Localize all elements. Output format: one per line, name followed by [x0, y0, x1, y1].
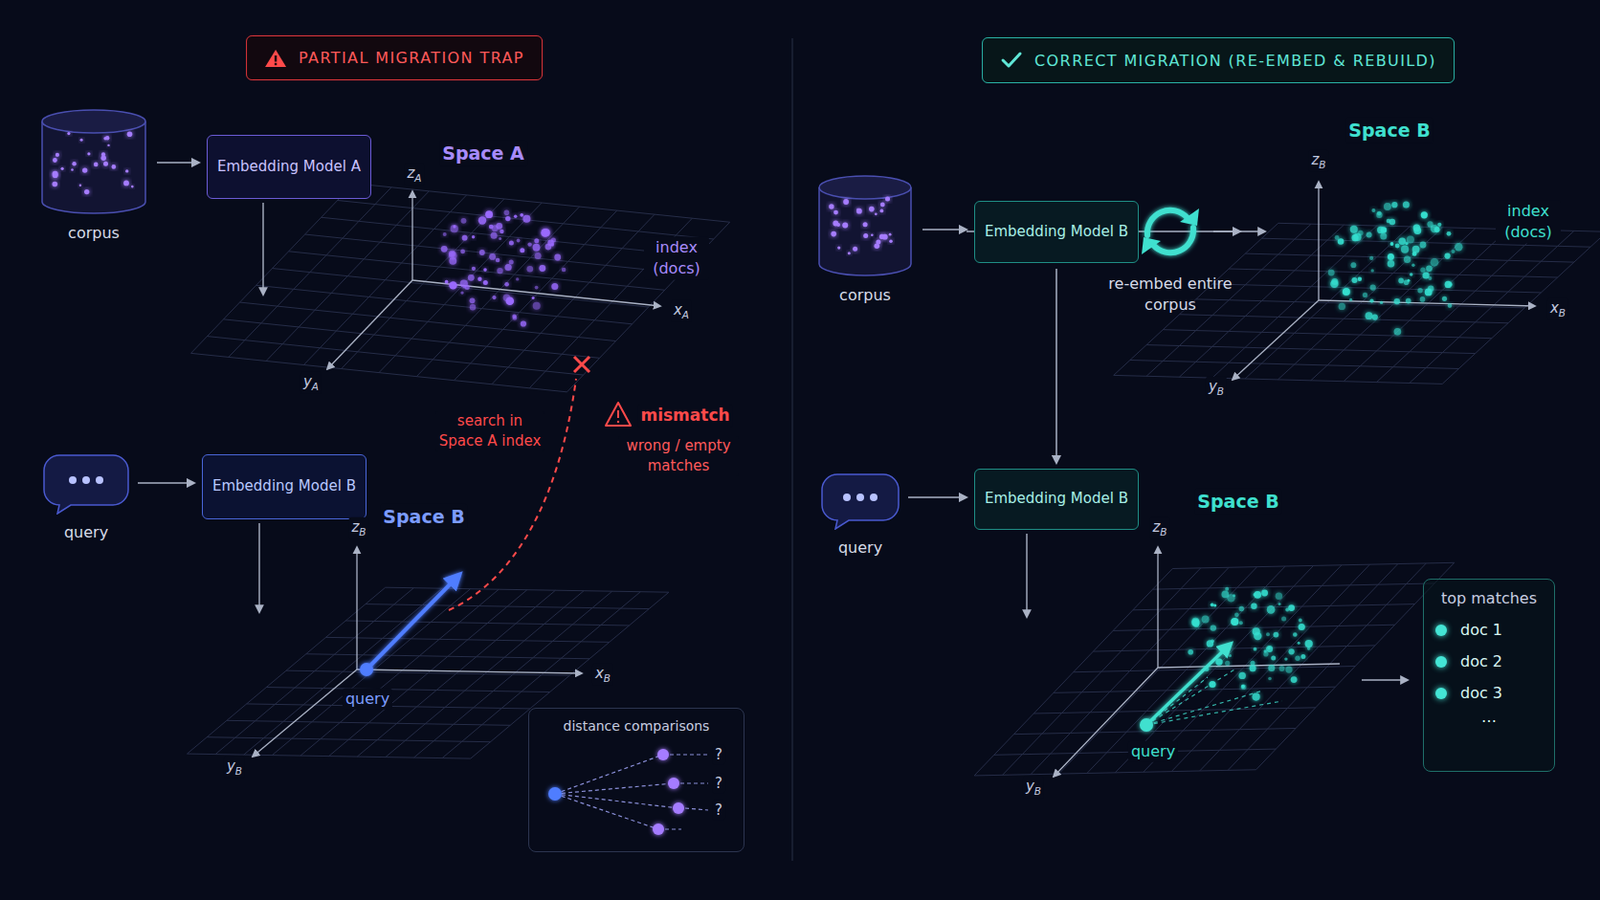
diagram-label: ?: [711, 745, 726, 766]
bullet-dot: [1435, 624, 1447, 637]
check-icon: [1000, 49, 1023, 71]
query-bubble: query: [42, 453, 131, 544]
result-row: doc 3: [1435, 684, 1543, 703]
axis-label: xB: [1547, 298, 1569, 321]
shape-caption: corpus: [839, 285, 891, 307]
process-box: Embedding Model B: [974, 468, 1139, 531]
query-vector-left: [359, 356, 631, 677]
axis-label: zA: [403, 163, 424, 186]
refresh-icon: [1108, 197, 1233, 267]
cylinder-shape: [38, 108, 150, 216]
flow-arrow: [908, 496, 967, 499]
result-row: doc 2: [1435, 652, 1543, 671]
axis-label: xB: [592, 664, 614, 687]
shape-caption: re-embed entire corpus: [1108, 273, 1233, 315]
box-label: Embedding Model B: [984, 222, 1129, 244]
diagram-label: index (docs): [1495, 200, 1561, 245]
result-text: doc 2: [1460, 652, 1503, 671]
cylinder-shape: [815, 174, 915, 278]
info-panel: top matches doc 1 doc 2 doc 3 …: [1422, 578, 1556, 773]
panel-heading: distance comparisons: [540, 718, 733, 734]
diagram-label: mismatch: [637, 404, 733, 428]
box-label: Embedding Model A: [217, 156, 361, 178]
badge-title: CORRECT MIGRATION (RE-EMBED & REBUILD): [1034, 51, 1437, 70]
panel-divider: [791, 38, 794, 862]
process-box: Embedding Model A: [206, 134, 372, 200]
flow-arrow: [137, 482, 195, 485]
bullet-dot: [1435, 688, 1447, 700]
result-text: …: [1481, 708, 1497, 727]
axis-label: yB: [1022, 777, 1045, 800]
flow-arrow: [922, 228, 967, 231]
axis-label: zB: [1149, 517, 1170, 540]
box-label: Embedding Model B: [984, 488, 1129, 511]
shape-caption: query: [838, 537, 883, 559]
axis-label: zB: [348, 517, 369, 540]
title-badge: PARTIAL MIGRATION TRAP: [245, 35, 543, 81]
panel-heading: top matches: [1435, 589, 1543, 608]
diagram-label: ?: [711, 800, 726, 822]
grid-planes: [187, 183, 1600, 777]
flow-arrow: [1055, 268, 1058, 464]
query-vector-right: [1139, 645, 1283, 733]
axis-label: yB: [223, 756, 245, 779]
diagram-label: query: [1128, 741, 1178, 763]
diagram-label: index (docs): [644, 237, 710, 281]
diagram-label: Space B: [379, 504, 467, 531]
result-row: …: [1435, 708, 1543, 727]
database-cylinder: corpus: [815, 174, 915, 307]
diagram-label: query: [342, 688, 393, 711]
diagram-label: Space B: [1194, 488, 1282, 515]
flow-arrow: [156, 161, 200, 164]
process-box: Embedding Model B: [974, 200, 1139, 264]
warning-icon: [264, 47, 288, 69]
distance-comparison-figure: [548, 749, 709, 836]
point-clouds: [441, 200, 1464, 701]
bullet-dot: [1435, 656, 1447, 668]
result-text: doc 3: [1460, 684, 1503, 703]
axis-label: yB: [1205, 377, 1227, 400]
pipeline-arrows: [259, 202, 1408, 681]
result-text: doc 1: [1460, 621, 1503, 640]
result-row: doc 1: [1435, 621, 1543, 640]
axis-label: yA: [300, 372, 322, 395]
axis-label: xA: [670, 300, 692, 323]
re-embed-icon: re-embed entire corpus: [1108, 197, 1233, 315]
chat-bubble: [820, 472, 901, 531]
diagram-label: search in Space A index: [435, 411, 545, 452]
axis-line: [1157, 664, 1340, 668]
chat-bubble: [42, 453, 131, 515]
process-box: Embedding Model B: [201, 454, 367, 520]
diagram-label: Space A: [439, 140, 528, 167]
diagram-label: wrong / empty matches: [618, 436, 739, 477]
database-cylinder: corpus: [38, 108, 150, 245]
shape-caption: query: [64, 522, 109, 544]
badge-title: PARTIAL MIGRATION TRAP: [298, 48, 525, 67]
axis-label: zB: [1308, 150, 1329, 173]
query-bubble: query: [820, 472, 901, 559]
box-label: Embedding Model B: [212, 476, 356, 498]
shape-caption: corpus: [67, 222, 120, 245]
title-badge: CORRECT MIGRATION (RE-EMBED & REBUILD): [981, 37, 1455, 84]
axes: [252, 181, 1535, 778]
diagram-label: ?: [711, 774, 726, 795]
diagram-label: Space B: [1345, 117, 1433, 144]
